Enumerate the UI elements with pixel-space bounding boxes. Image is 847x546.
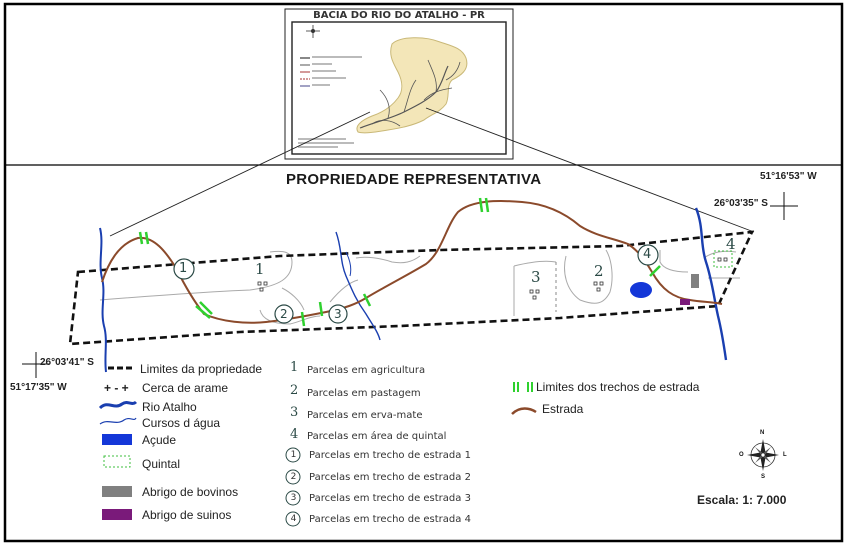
inset-north-arrow-icon (306, 25, 320, 38)
coord-sw-lat: 26°03'41" S (40, 357, 94, 368)
parcel-label-4: 4 (726, 235, 736, 253)
legend-road-icon (511, 407, 537, 415)
legend-parcel-label-1: Parcelas em agricultura (307, 365, 426, 376)
legend-road-limit-icon (513, 382, 533, 392)
legend-label-pond: Açude (142, 433, 177, 447)
pond (630, 282, 652, 298)
parcel-label-2: 2 (594, 262, 604, 280)
stream-1 (335, 231, 381, 341)
legend-cattle-icon (102, 486, 132, 497)
legend-parcel-num-1: 1 (290, 360, 299, 375)
pig-shelter (680, 299, 690, 305)
parcel-label-1: 1 (255, 260, 265, 278)
legend-road-label-1: Parcelas em trecho de estrada 1 (309, 450, 471, 461)
inset-legend (300, 56, 362, 87)
figure-frame (3, 2, 844, 543)
river-atalho-west (99, 227, 107, 373)
legend-road-num-2: 2 (290, 472, 297, 482)
legend-label-pig: Abrigo de suinos (142, 508, 232, 522)
legend-road-num-3: 3 (290, 493, 297, 503)
scale-text: Escala: 1: 7.000 (697, 493, 787, 507)
road-section-label-2: 2 (280, 307, 288, 321)
legend-pig-icon (102, 509, 132, 520)
legend-road-label-3: Parcelas em trecho de estrada 3 (309, 493, 471, 504)
road-section-label-4: 4 (643, 247, 652, 262)
legend-road-num-4: 4 (290, 514, 297, 524)
legend-label-road-limit: Limites dos trechos de estrada (536, 380, 700, 394)
legend-stream-icon (99, 417, 137, 425)
stream-2 (345, 251, 352, 277)
compass-w: O (739, 452, 744, 458)
parcel-lines (99, 249, 740, 325)
legend-road-label-2: Parcelas em trecho de estrada 2 (309, 472, 471, 483)
page-title: PROPRIEDADE REPRESENTATIVA (286, 171, 542, 188)
legend-parcel-num-4: 4 (290, 427, 299, 442)
yard-area (713, 250, 733, 268)
legend-label-road: Estrada (542, 402, 584, 416)
zoom-line-left (109, 111, 371, 237)
legend-label-stream: Cursos d água (142, 416, 221, 430)
coord-ne-lat: 26°03'35" S (714, 198, 768, 209)
parcel-label-3: 3 (531, 268, 541, 286)
legend-parcel-num-3: 3 (290, 405, 299, 420)
road-section-label-3: 3 (334, 307, 342, 321)
legend-pond-icon (102, 434, 132, 445)
zoom-line-right (425, 107, 755, 233)
buildings (257, 257, 728, 300)
legend-parcel-label-4: Parcelas em área de quintal (307, 431, 447, 442)
legend-river-icon (98, 400, 138, 410)
legend-symbols (98, 366, 537, 527)
road-section-3-circle (328, 304, 348, 324)
road-section-4-circle (637, 244, 659, 266)
coord-sw-lon: 51°17'35" W (10, 382, 67, 393)
road-limits (138, 197, 661, 327)
compass-e: L (783, 452, 787, 458)
legend-label-fence: Cerca de arame (142, 381, 229, 395)
coord-ne-lon: 51°16'53" W (760, 171, 817, 182)
river-atalho-east (694, 207, 728, 361)
legend-parcel-num-2: 2 (290, 383, 299, 398)
legend-parcel-label-3: Parcelas em erva-mate (307, 410, 423, 421)
legend-road-num-1: 1 (290, 450, 297, 460)
legend-label-boundary: Limites da propriedade (140, 362, 263, 376)
road-path (101, 200, 723, 324)
cattle-shelter (691, 274, 699, 288)
basin-shape (356, 37, 468, 134)
compass-rose-icon (747, 439, 779, 471)
legend-road-label-4: Parcelas em trecho de estrada 4 (309, 514, 471, 525)
legend-parcel-label-2: Parcelas em pastagem (307, 388, 421, 399)
legend-label-cattle: Abrigo de bovinos (142, 485, 239, 499)
property-boundary (68, 230, 755, 346)
road-section-label-1: 1 (179, 261, 188, 276)
inset-credits (298, 138, 354, 148)
compass-n: N (760, 430, 765, 436)
legend-label-river: Rio Atalho (142, 400, 197, 414)
compass-s: S (761, 474, 766, 480)
road-section-1-circle (173, 258, 195, 280)
legend-fence-glyph: + - + (104, 381, 129, 395)
legend-label-yard: Quintal (142, 457, 181, 471)
legend-yard-icon (103, 455, 131, 468)
property-map (68, 197, 755, 373)
crosshair-ne (770, 192, 798, 220)
crosshair-sw (22, 352, 50, 378)
inset-title: BACIA DO RIO DO ATALHO - PR (313, 10, 485, 21)
road-section-2-circle (274, 304, 294, 324)
